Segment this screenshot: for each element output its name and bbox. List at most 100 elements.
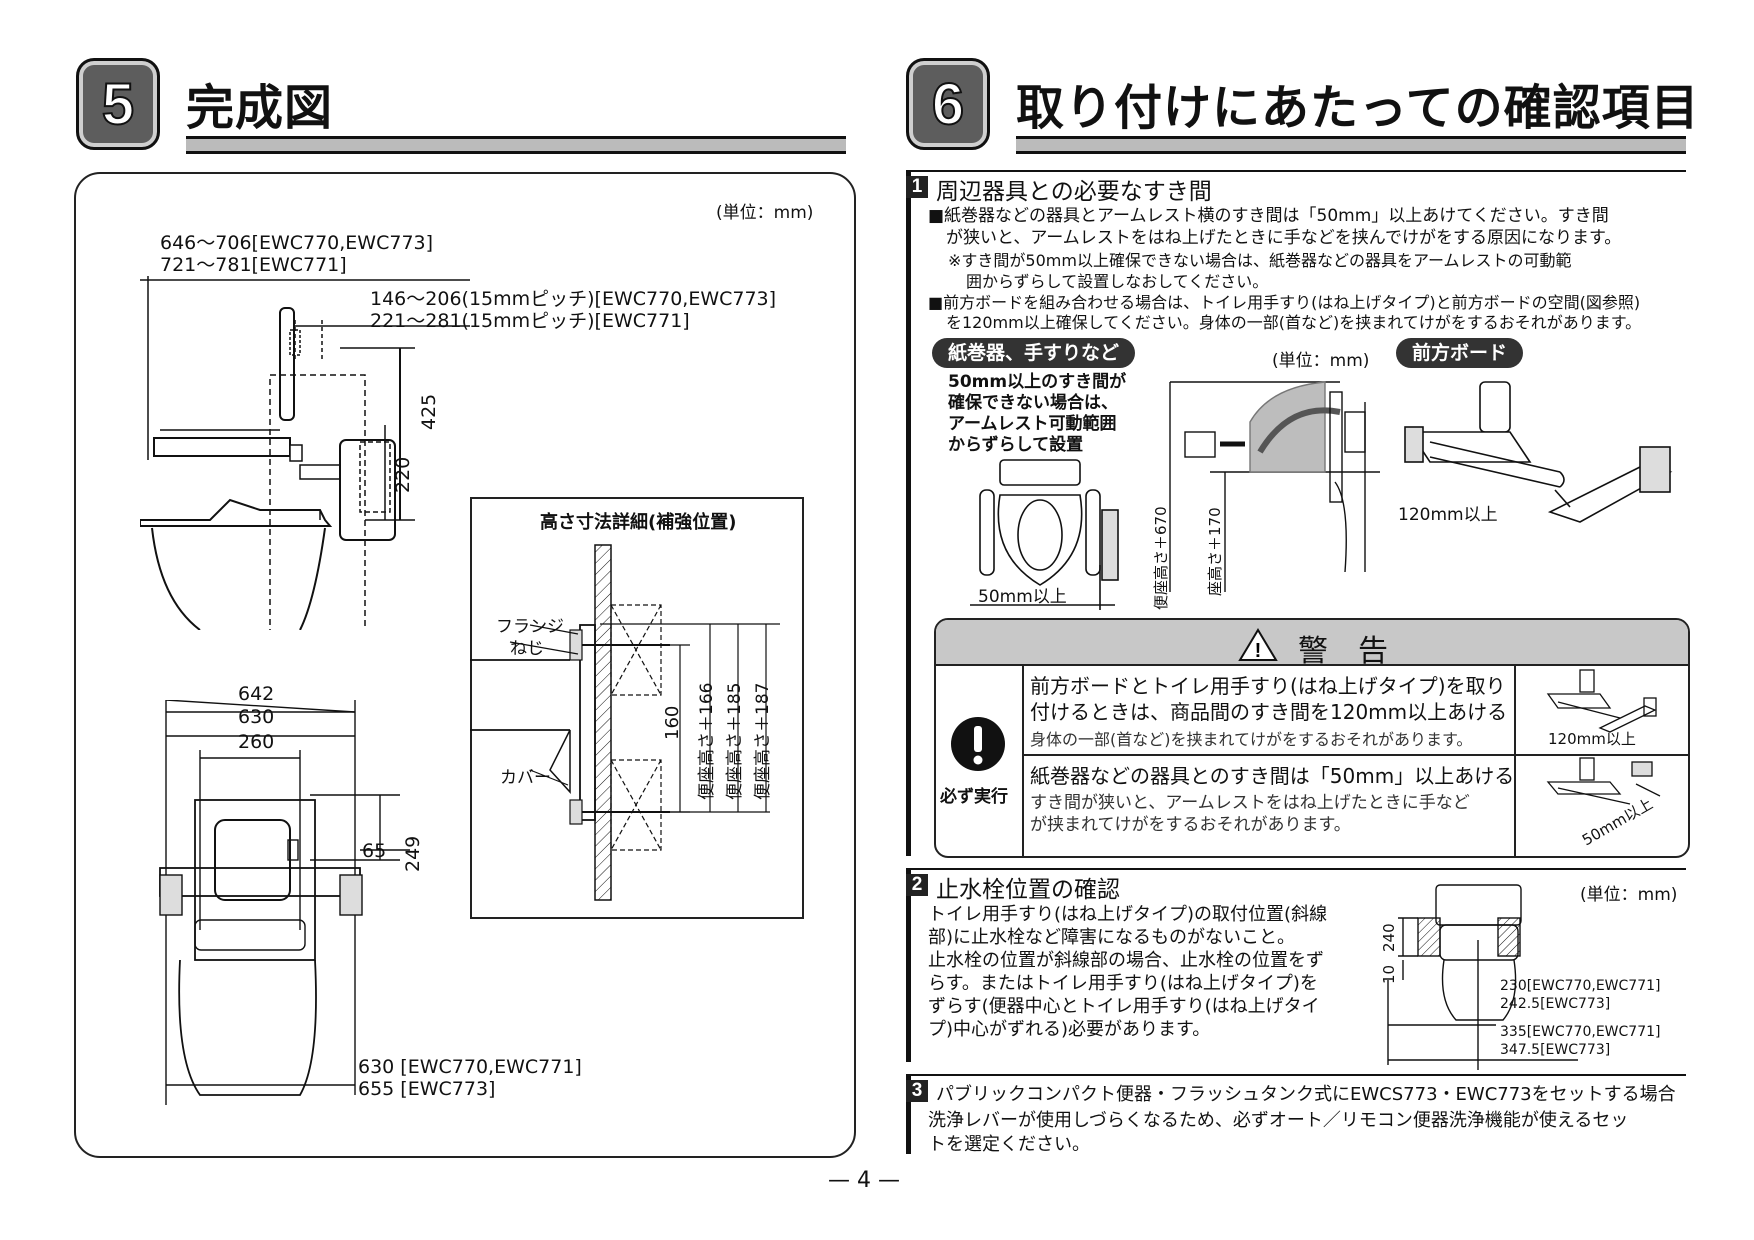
dim-h185: 便座高さ＋185 [725, 682, 745, 800]
sub2-unit: (単位：mm) [1580, 885, 1678, 905]
sub2-header: 2 止水栓位置の確認 [906, 868, 1686, 903]
warning-fig-1 [1546, 669, 1657, 733]
note-line-1: 50mm以上のすき間が [948, 372, 1127, 392]
sub1-unit: (単位：mm) [1272, 351, 1370, 371]
paper-holder-sideview [1169, 381, 1380, 592]
warning-title: 警 告 [1298, 634, 1388, 669]
note-line-3: アームレスト可動範囲 [948, 414, 1117, 434]
dim-642: 642 [238, 683, 275, 705]
must-do-label: 必ず実行 [940, 787, 1008, 807]
dim-b2: 347.5[EWC773] [1500, 1042, 1611, 1058]
dim-240: 240 [1380, 923, 1398, 952]
sub2-line-5: ずらす(便器中心とトイレ用手すり(はね上げタイ [928, 996, 1320, 1017]
dim-630: 630 [238, 706, 275, 728]
warning-item1-head-1: 前方ボードとトイレ用手すり(はね上げタイプ)を取り [1030, 674, 1506, 698]
dim-160: 160 [662, 705, 683, 740]
completion-drawing-panel [74, 172, 856, 1158]
label-screw: ねじ [510, 639, 544, 659]
dim-260: 260 [238, 731, 275, 753]
warning-item2-body-2: が挟まれてけがをするおそれがあります。 [1030, 815, 1351, 835]
detail-section-drawing [470, 544, 780, 901]
section-number-badge: 6 [906, 58, 990, 150]
sub2-line-3: 止水栓の位置が斜線部の場合、止水栓の位置をず [928, 950, 1324, 971]
dim-65: 65 [362, 840, 387, 862]
warning-row-divider [1024, 754, 1688, 756]
section-5-header: 5 完成図 [76, 58, 856, 158]
sub2-line-6: プ)中心がずれる)必要があります。 [928, 1019, 1211, 1040]
mandatory-icon [951, 717, 1005, 771]
sub1-side-bar [906, 172, 911, 856]
dim-width-top-1: 646～706[EWC770,EWC773] [160, 232, 434, 254]
side-view-drawing [140, 276, 470, 630]
unit-label: (単位：mm) [716, 203, 814, 223]
sub1-line-4: 囲からずらして設置しなおしてください。 [966, 272, 1269, 291]
sub3-header: 3 パブリックコンパクト便器・フラッシュタンク式にEWCS773・EWC773を… [906, 1074, 1686, 1108]
sub1-number: 1 [906, 176, 928, 198]
sub3-line-1: 洗浄レバーが使用しづらくなるため、必ずオート／リモコン便器洗浄機能が使えるセッ [928, 1110, 1629, 1131]
dim-120: 120mm以上 [1398, 505, 1498, 525]
height-detail-box [470, 497, 804, 919]
sub3-side-bar [906, 1076, 911, 1154]
note-line-2: 確保できない場合は、 [948, 393, 1118, 413]
warning-fig1-label: 120mm以上 [1548, 730, 1636, 748]
sub1-line-3: ※すき間が50mm以上確保できない場合は、紙巻器などの器具をアームレストの可動範 [948, 251, 1572, 270]
section-number-badge: 5 [76, 58, 160, 150]
dim-width-top-2: 721～781[EWC771] [160, 254, 347, 276]
warning-item1-head-2: 付けるときは、商品間のすき間を120mm以上あける [1030, 700, 1508, 724]
dim-170: 座高さ＋170 [1206, 507, 1224, 596]
dim-h166: 便座高さ＋166 [697, 682, 717, 800]
detail-title: 高さ寸法詳細(補強位置) [540, 512, 737, 533]
top-view-drawing [159, 700, 410, 1105]
sub2-number: 2 [906, 874, 928, 896]
note-line-4: からずらして設置 [948, 435, 1084, 455]
paper-holder-topview [970, 459, 1119, 610]
dim-b1: 335[EWC770,EWC771] [1500, 1024, 1661, 1040]
warning-item2-head: 紙巻器などの器具とのすき間は「50mm」以上あける [1030, 764, 1515, 788]
dim-10: 10 [1380, 964, 1398, 984]
front-board-drawing [1404, 381, 1673, 523]
warning-item1-body: 身体の一部(首など)を挟まれてけがをするおそれがあります。 [1030, 730, 1473, 749]
pill-paper-holder: 紙巻器、手すりなど [932, 338, 1136, 368]
dim-425: 425 [418, 393, 440, 430]
warning-fig-divider [1514, 664, 1516, 856]
warning-left-cell-divider [1022, 664, 1024, 856]
warning-header [936, 620, 1688, 666]
dim-bottom-1: 630 [EWC770,EWC771] [358, 1056, 582, 1078]
dim-a1: 230[EWC770,EWC771] [1500, 978, 1661, 994]
dim-h187: 便座高さ＋187 [753, 682, 773, 800]
sub1-line-1: ■紙巻器などの器具とアームレスト横のすき間は「50mm」以上あけてください。すき… [928, 206, 1609, 226]
dim-670: 便座高さ＋670 [1152, 506, 1170, 610]
dim-bottom-2: 655 [EWC773] [358, 1078, 496, 1100]
sub1-line-6: を120mm以上確保してください。身体の一部(首など)を挟まれてけがをするおそれ… [946, 313, 1642, 332]
section-6-header: 6 取り付けにあたっての確認項目 [906, 58, 1699, 158]
sub2-line-2: 部)に止水栓など障害になるものがないこと。 [928, 927, 1296, 948]
sub2-line-4: らす。またはトイレ用手すり(はね上げタイプ)を [928, 973, 1318, 994]
section-title: 完成図 [186, 80, 334, 136]
sub1-title: 周辺器具との必要なすき間 [936, 179, 1212, 205]
label-flange: フランジ [496, 617, 564, 637]
dim-220: 220 [392, 456, 414, 493]
warning-triangle-icon: ! [1238, 628, 1278, 662]
pill-front-board: 前方ボード [1396, 338, 1524, 368]
svg-text:!: ! [1255, 640, 1262, 662]
dim-249: 249 [402, 835, 424, 872]
dim-pitch-1: 146～206(15mmピッチ)[EWC770,EWC773] [370, 288, 777, 310]
title-underline [186, 136, 846, 154]
water-valve-drawing [1387, 884, 1578, 1070]
title-underline [1016, 136, 1686, 154]
sub3-line-2: トを選定ください。 [928, 1134, 1090, 1155]
warning-box [934, 618, 1690, 858]
dim-a2: 242.5[EWC773] [1500, 996, 1611, 1012]
sub1-line-5: ■前方ボードを組み合わせる場合は、トイレ用手すり(はね上げタイプ)と前方ボードの… [928, 293, 1641, 312]
sub2-side-bar [906, 870, 911, 1062]
warning-item2-body-1: すき間が狭いと、アームレストをはね上げたときに手など [1030, 793, 1470, 813]
sub3-number: 3 [906, 1080, 928, 1102]
section-title: 取り付けにあたっての確認項目 [1016, 80, 1700, 136]
page-number: — 4 — [828, 1168, 900, 1193]
label-cover: カバー [500, 768, 551, 788]
warning-fig-2 [1546, 757, 1661, 805]
dim-50-left: 50mm以上 [978, 587, 1067, 607]
sub2-title: 止水栓位置の確認 [936, 877, 1120, 903]
sub1-line-2: が狭いと、アームレストをはね上げたときに手などを挟んでけがをする原因になります。 [946, 228, 1622, 248]
sub3-title: パブリックコンパクト便器・フラッシュタンク式にEWCS773・EWC773をセッ… [936, 1084, 1676, 1105]
